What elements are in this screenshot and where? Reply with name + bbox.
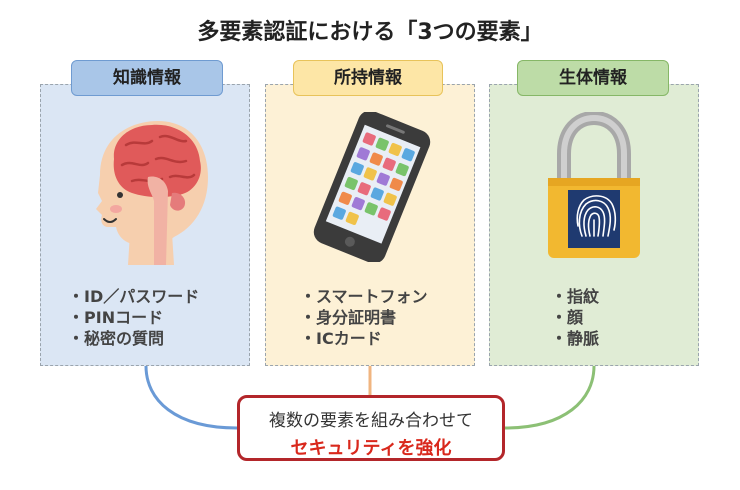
summary-callout: 複数の要素を組み合わせて セキュリティを強化 [237,395,505,461]
tab-possession: 所持情報 [293,60,443,96]
list-item: ID／パスワード [68,286,199,307]
list-item: 顔 [551,307,599,328]
list-item: スマートフォン [300,286,428,307]
list-item: 秘密の質問 [68,328,199,349]
list-item: 静脈 [551,328,599,349]
list-item: 指紋 [551,286,599,307]
tab-knowledge: 知識情報 [71,60,223,96]
callout-text: 複数の要素を組み合わせて [269,411,473,431]
list-item: 身分証明書 [300,307,428,328]
possession-items: スマートフォン 身分証明書 ICカード [300,286,428,349]
biometric-items: 指紋 顔 静脈 [551,286,599,349]
connector-knowledge [144,365,238,430]
tab-biometric: 生体情報 [517,60,669,96]
fingerprint-lock-icon [548,112,640,258]
diagram-title: 多要素認証における「3つの要素」 [197,20,543,45]
list-item: PINコード [68,307,199,328]
knowledge-items: ID／パスワード PINコード 秘密の質問 [68,286,199,349]
connector-biometric [504,365,596,430]
list-item: ICカード [300,328,428,349]
callout-emphasis: セキュリティを強化 [290,438,452,459]
brain-icon [96,121,208,265]
smartphone-icon [313,112,431,262]
